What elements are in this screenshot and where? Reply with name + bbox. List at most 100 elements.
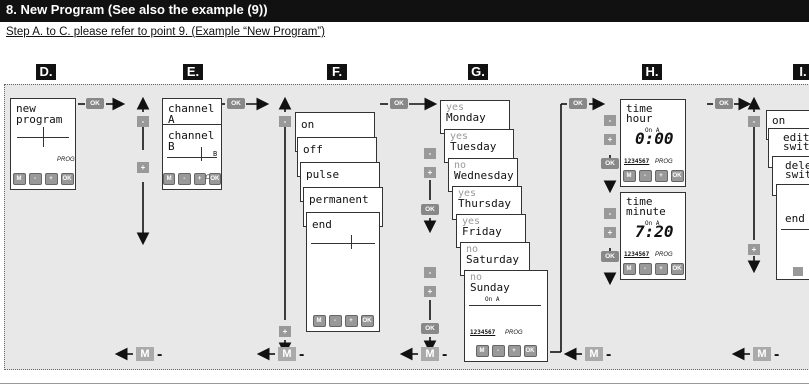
screen-time-hour: time hour On A 0:00 1234567 PROG M-+OK: [620, 99, 686, 187]
m-key: M: [753, 347, 771, 361]
screen-text: switc: [783, 140, 809, 153]
minus-key: -: [748, 116, 760, 127]
m-key: M: [421, 347, 439, 361]
screen-text: edit: [783, 131, 809, 144]
m-key: M: [585, 347, 603, 361]
dash: -: [299, 346, 305, 363]
day-name: Saturday: [466, 253, 519, 266]
day-name: Tuesday: [450, 140, 497, 153]
ok-badge: OK: [227, 98, 245, 109]
plus-key: +: [279, 326, 291, 337]
weekday-indicator: 1234567: [470, 329, 496, 336]
day-name: Thursday: [458, 197, 511, 210]
screen-channel-b: channel B B PROG M-+OK: [162, 124, 222, 190]
day-status: no: [470, 272, 483, 283]
prog-label: PROG: [655, 159, 673, 165]
ok-badge: OK: [569, 98, 587, 109]
plus-key: +: [137, 162, 149, 173]
step-label-i: I.: [793, 64, 809, 80]
m-key: M: [136, 347, 154, 361]
ok-badge: OK: [715, 98, 733, 109]
ok-badge: OK: [601, 158, 619, 169]
weekday-indicator: 1234567: [624, 158, 650, 165]
day-status: yes: [446, 102, 465, 113]
prog-label: PROG: [505, 330, 523, 336]
ok-badge: OK: [390, 98, 408, 109]
ok-badge: OK: [421, 323, 439, 334]
weekday-indicator: 1234567: [624, 251, 650, 258]
screen-new-program: new program PROG M-+OK: [10, 98, 76, 190]
screen-end: end: [776, 184, 809, 280]
step-label-e: E.: [183, 64, 203, 80]
dash: -: [606, 346, 612, 363]
ok-badge: OK: [86, 98, 104, 109]
channel-tag: B: [213, 150, 218, 158]
title-bar: 8. New Program (See also the example (9)…: [0, 0, 809, 22]
screen-day-tuesday: yes Tuesday: [444, 129, 514, 163]
day-name: Wednesday: [454, 169, 514, 182]
prog-label: PROG: [57, 157, 75, 163]
screen-text: hour: [626, 112, 653, 125]
screen-text: permanent: [309, 193, 369, 206]
m-key: M: [278, 347, 296, 361]
screen-text: off: [303, 143, 323, 156]
prog-label: PROG: [197, 175, 215, 181]
bottom-divider: [0, 383, 809, 384]
plus-key: +: [424, 286, 436, 297]
screen-text: time: [626, 195, 653, 208]
screen-text: end: [785, 212, 805, 225]
day-status: yes: [458, 188, 477, 199]
screen-text: new: [16, 102, 36, 115]
on-a-indicator: On A: [645, 220, 660, 227]
day-status: yes: [450, 131, 469, 142]
day-status: no: [454, 160, 467, 171]
step-label-g: G.: [468, 64, 488, 80]
minus-key: -: [604, 115, 616, 126]
screen-text: pulse: [306, 168, 340, 181]
intro-text: Step A. to C. please refer to point 9. (…: [6, 26, 325, 38]
step-label-d: D.: [36, 64, 56, 80]
on-a-indicator: On A: [645, 127, 660, 134]
time-value: 0:00: [635, 129, 674, 148]
step-label-h: H.: [642, 64, 662, 80]
time-value: 7:20: [635, 222, 674, 241]
day-status: no: [466, 244, 479, 255]
day-name: Sunday: [470, 281, 510, 294]
screen-time-minute: time minute On A 7:20 1234567 PROG M-+OK: [620, 192, 686, 280]
day-name: Friday: [462, 225, 502, 238]
dash: -: [157, 346, 163, 363]
screen-text: dele: [785, 159, 809, 172]
screen-text: channel A: [168, 102, 215, 126]
dash: -: [442, 346, 448, 363]
screen-text: program: [16, 113, 63, 126]
screen-text: end: [312, 218, 332, 231]
screen-option-end: end M-+OK: [306, 212, 380, 332]
step-label-f: F.: [327, 64, 347, 80]
plus-key: +: [604, 227, 616, 238]
screen-text: channel B: [168, 129, 215, 153]
minus-key: -: [424, 267, 436, 278]
screen-day-sunday: no Sunday On A 1234567 PROG M-+OK: [464, 270, 548, 362]
on-a-indicator: On A: [485, 296, 500, 303]
screen-text: swit: [785, 168, 809, 181]
ok-badge: OK: [421, 204, 439, 215]
screen-text: on: [301, 118, 315, 131]
screen-text: minute: [626, 205, 666, 218]
minus-key: -: [604, 208, 616, 219]
page-title: 8. New Program (See also the example (9)…: [6, 2, 268, 17]
minus-key: -: [137, 116, 149, 127]
prog-label: PROG: [655, 252, 673, 258]
screen-text: on: [772, 114, 786, 127]
minus-key: -: [279, 116, 291, 127]
dash: -: [774, 346, 780, 363]
plus-key: +: [424, 167, 436, 178]
day-status: yes: [462, 216, 481, 227]
minus-key: -: [424, 148, 436, 159]
plus-key: +: [748, 244, 760, 255]
screen-text: time: [626, 102, 653, 115]
day-name: Monday: [446, 111, 486, 124]
screen-day-monday: yes Monday: [440, 100, 510, 134]
ok-badge: OK: [601, 251, 619, 262]
plus-key: +: [604, 134, 616, 145]
